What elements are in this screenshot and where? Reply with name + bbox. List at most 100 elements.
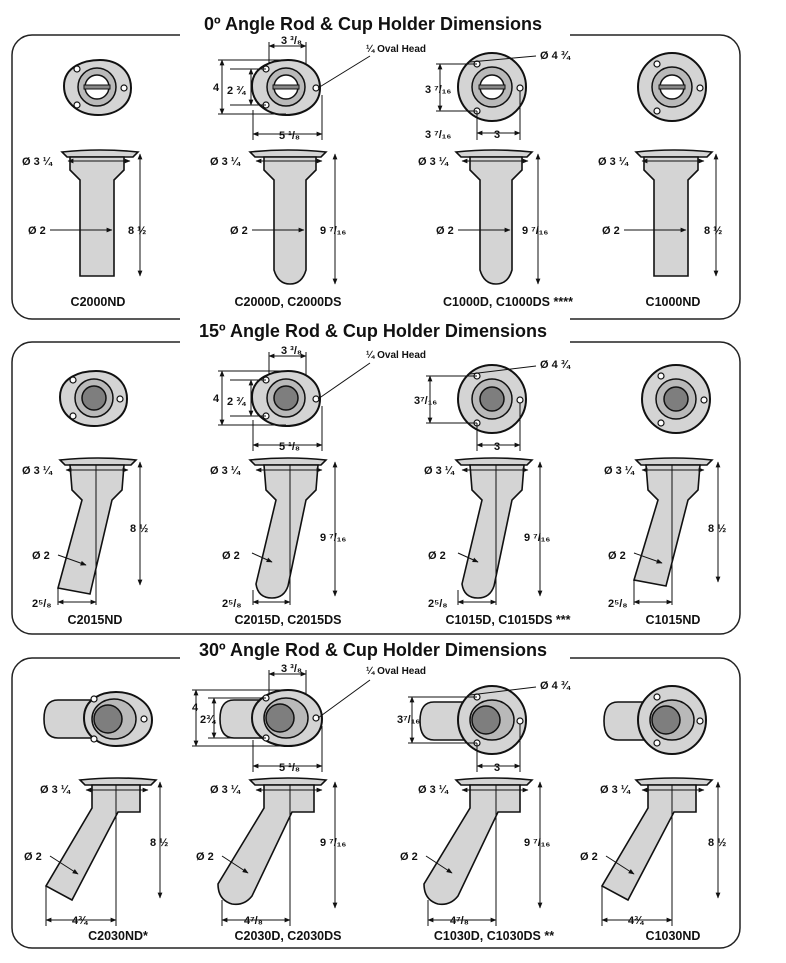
- dim-flange: Ø 3 ¼: [604, 465, 635, 477]
- dim-tube: Ø 2: [602, 225, 620, 237]
- dim-round-width: 3: [494, 441, 500, 453]
- side-view-tube: [44, 777, 158, 902]
- top-view-oval: [58, 369, 129, 428]
- dim-head-length: 5 ¹/₈: [279, 762, 300, 774]
- top-view-round: [457, 52, 527, 122]
- dim-inner-height: 2¾: [200, 714, 216, 726]
- dim-inner-height: 2 ¾: [227, 396, 246, 408]
- model-label: C2030ND*: [88, 929, 148, 943]
- callout-oval-head: ¼ Oval Head: [366, 44, 426, 55]
- section-0deg: 0º Angle Rod & Cup Holder Dimensions Ø 3…: [11, 10, 741, 320]
- model-label: C1015ND: [646, 613, 701, 627]
- dim-depth: 8 ½: [130, 523, 148, 535]
- dim-depth: 8 ½: [704, 225, 722, 237]
- dim-offset: 4¾: [72, 915, 88, 927]
- dim-depth: 8 ½: [708, 837, 726, 849]
- dim-round-diameter: Ø 4 ¾: [540, 50, 571, 62]
- top-view-round: [419, 685, 527, 755]
- dim-tube: Ø 2: [24, 851, 42, 863]
- top-view-oval: [43, 690, 154, 748]
- dim-flange: Ø 3 ¼: [600, 784, 631, 796]
- model-label: C2015D, C2015DS: [234, 613, 341, 627]
- dim-depth: 9 ⁷/₁₆: [320, 225, 346, 237]
- dim-depth: 9 ⁷/₁₆: [524, 532, 550, 544]
- dim-head-width: 3 ³/₈: [281, 663, 302, 675]
- model-label: C1030ND: [646, 929, 701, 943]
- model-label: C1000ND: [646, 295, 701, 309]
- section-title: 30º Angle Rod & Cup Holder Dimensions: [199, 640, 547, 660]
- dim-offset: 2⁵/₈: [428, 598, 448, 610]
- side-view-tube: [454, 457, 534, 599]
- dim-round-height: 3 ⁷/₁₆: [425, 84, 451, 96]
- dim-tube: Ø 2: [580, 851, 598, 863]
- top-view-oval: [250, 58, 322, 117]
- dim-inner-height: 2 ¾: [227, 85, 246, 97]
- side-view-tube: [60, 149, 140, 277]
- side-view-tube: [423, 777, 534, 906]
- section-title: 0º Angle Rod & Cup Holder Dimensions: [204, 14, 542, 34]
- side-view-tube: [248, 457, 328, 599]
- dim-flange: Ø 3 ¼: [210, 465, 241, 477]
- model-label: C2030D, C2030DS: [234, 929, 341, 943]
- dim-offset: 2⁵/₈: [32, 598, 52, 610]
- section-30deg: 30º Angle Rod & Cup Holder Dimensions Ø …: [11, 636, 741, 949]
- top-view-round: [457, 364, 527, 434]
- dim-head-length: 5 ¹/₈: [279, 441, 300, 453]
- top-view-oval: [219, 688, 324, 748]
- side-view-tube: [248, 149, 328, 285]
- model-label: C2000D, C2000DS: [234, 295, 341, 309]
- section-15deg: 15º Angle Rod & Cup Holder Dimensions Ø …: [11, 317, 741, 635]
- dim-flange: Ø 3 ¼: [418, 156, 449, 168]
- dim-flange: Ø 3 ¼: [210, 156, 241, 168]
- dim-depth: 9 ⁷/₁₆: [320, 532, 346, 544]
- dim-round-diameter: Ø 4 ¾: [540, 359, 571, 371]
- dim-round-diameter: Ø 4 ¾: [540, 680, 571, 692]
- side-view-tube: [56, 457, 138, 595]
- dim-round-height: 3⁷/₁₆: [397, 714, 420, 726]
- top-view-round: [641, 364, 711, 434]
- dim-tube: Ø 2: [222, 550, 240, 562]
- side-view-tube: [600, 777, 714, 902]
- dim-tube: Ø 2: [32, 550, 50, 562]
- dim-flange: Ø 3 ¼: [418, 784, 449, 796]
- dim-offset: 4⁷/₈: [244, 915, 263, 927]
- callout-oval-head: ¼ Oval Head: [366, 666, 426, 677]
- model-label: C1030D, C1030DS **: [434, 929, 554, 943]
- dim-offset: 2⁵/₈: [222, 598, 242, 610]
- dim-head-height: 4: [192, 702, 199, 714]
- dim-round-width: 3: [494, 762, 500, 774]
- side-view-tube: [454, 149, 534, 285]
- dim-head-width: 3 ³/₈: [281, 345, 302, 357]
- dim-head-length: 5 ¹/₈: [279, 130, 300, 142]
- dim-flange: Ø 3 ¼: [40, 784, 71, 796]
- dim-depth: 8 ½: [708, 523, 726, 535]
- dim-flange: Ø 3 ¼: [598, 156, 629, 168]
- dim-head-height: 4: [213, 393, 220, 405]
- model-label: C2000ND: [71, 295, 126, 309]
- dim-flange: Ø 3 ¼: [424, 465, 455, 477]
- model-label: C1015D, C1015DS ***: [445, 613, 570, 627]
- side-view-tube: [634, 149, 714, 277]
- dim-depth: 8 ½: [150, 837, 168, 849]
- dim-depth: 9 ⁷/₁₆: [524, 837, 550, 849]
- dim-tube: Ø 2: [428, 550, 446, 562]
- dim-tube: Ø 2: [28, 225, 46, 237]
- dim-depth: 8 ½: [128, 225, 146, 237]
- dim-offset: 4⁷/₈: [450, 915, 469, 927]
- top-view-round: [637, 52, 707, 122]
- side-view-tube: [217, 777, 328, 906]
- dim-tube: Ø 2: [196, 851, 214, 863]
- dim-head-height: 4: [213, 82, 220, 94]
- dim-flange: Ø 3 ¼: [210, 784, 241, 796]
- callout-oval-head: ¼ Oval Head: [366, 350, 426, 361]
- dim-tube: Ø 2: [400, 851, 418, 863]
- top-view-oval: [62, 58, 133, 117]
- dim-flange: Ø 3 ¼: [22, 465, 53, 477]
- dim-offset: 4¾: [628, 915, 644, 927]
- model-label: C1000D, C1000DS ****: [443, 295, 573, 309]
- dim-offset: 2⁵/₈: [608, 598, 628, 610]
- dim-depth: 9 ⁷/₁₆: [320, 837, 346, 849]
- model-label: C2015ND: [68, 613, 123, 627]
